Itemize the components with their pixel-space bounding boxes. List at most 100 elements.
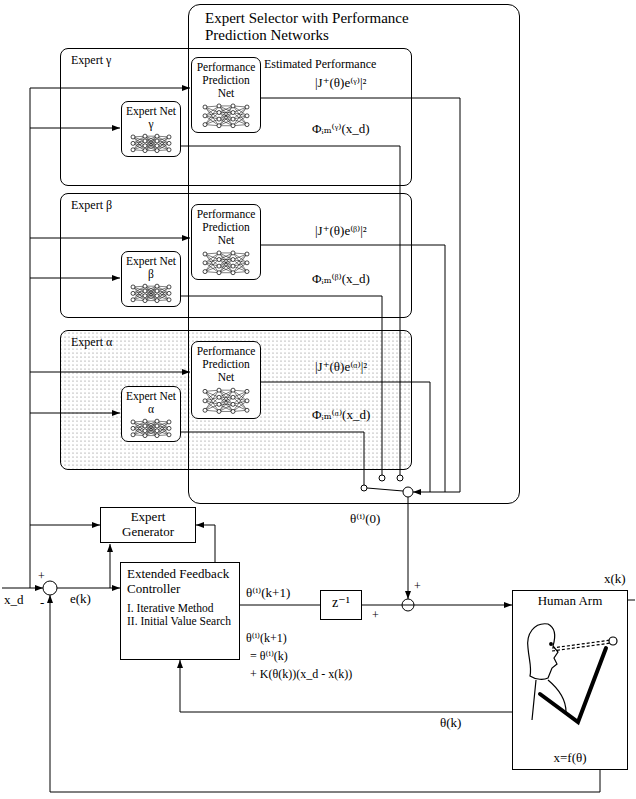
net-unit: [167, 420, 171, 424]
signal-label: Φᵢₘ⁽ᵝ⁾(x_d): [312, 272, 370, 287]
node-title: Expert Net β: [124, 255, 178, 281]
net-unit: [143, 149, 147, 153]
inner-ground: [121, 386, 181, 442]
node-title: Extended Feedback Controller: [127, 567, 233, 596]
signal-label: x_d: [4, 593, 24, 608]
net-unit: [167, 141, 171, 145]
net-unit: [131, 135, 135, 139]
signal-wire: [30, 128, 120, 129]
net-unit: [143, 144, 147, 148]
signal-wire: [50, 595, 600, 792]
net-unit: [155, 149, 159, 153]
signal-label: = θ⁽ⁱ⁾(k): [250, 650, 288, 664]
net-link: [145, 136, 157, 150]
node-title: Performance Prediction Net: [194, 345, 258, 384]
signal-label: e(k): [70, 592, 91, 607]
expert-net-box: Expert Net α: [121, 386, 181, 442]
net-unit: [167, 148, 171, 152]
signal-wire: [30, 88, 31, 588]
signal-label: θ⁽ⁱ⁾(k+1): [246, 632, 287, 646]
signal-label: |J⁺(θ)e⁽ᵅ⁾|²: [315, 360, 367, 375]
junction-symbol: [403, 487, 413, 497]
node-title: Expert Net γ: [124, 105, 178, 131]
net-unit: [217, 271, 221, 275]
background-shade: [60, 330, 412, 470]
signal-wire: [30, 88, 190, 89]
signal-label: Φᵢₘ⁽ᵞ⁾(x_d): [312, 122, 370, 137]
net-unit: [203, 270, 207, 274]
net-unit: [167, 291, 171, 295]
node-text: I. Iterative Method: [127, 602, 233, 615]
signal-connector: [180, 660, 512, 712]
signal-label: Φᵢₘ⁽ᵅ⁾(x_d): [312, 408, 370, 423]
signal-connector: [240, 605, 320, 606]
net-unit: [167, 285, 171, 289]
net-unit: [231, 264, 235, 268]
net-unit: [143, 289, 147, 293]
net-unit: [203, 252, 207, 256]
signal-label: θ⁽ⁱ⁾(k+1): [246, 586, 290, 601]
net-unit: [167, 426, 171, 430]
net-unit: [231, 258, 235, 262]
junction-symbol: [43, 581, 57, 595]
net-unit: [143, 424, 147, 428]
net-link: [219, 253, 233, 273]
net-unit: [231, 104, 235, 108]
net-unit: [245, 399, 249, 403]
net-link: [219, 390, 233, 411]
net-unit: [231, 124, 235, 128]
node-title: z⁻¹: [323, 595, 359, 611]
signal-label: +: [414, 580, 421, 594]
signal-wire: [2, 588, 43, 589]
signal-wire: [260, 382, 430, 492]
net-unit: [217, 124, 221, 128]
net-unit: [155, 294, 159, 298]
signal-label: |J⁺(θ)e⁽ᵝ⁾|²: [315, 224, 367, 239]
prediction-net-box: Performance Prediction Net: [191, 341, 261, 419]
signal-label: θ⁽ⁱ⁾(0): [350, 512, 380, 527]
net-unit: [155, 139, 159, 143]
node-title: Human Arm: [538, 594, 603, 609]
net-unit: [131, 420, 135, 424]
net-unit: [143, 139, 147, 143]
signal-label: -: [40, 596, 44, 611]
node-title: Expert Net α: [124, 390, 178, 416]
net-unit: [217, 264, 221, 268]
signal-wire: [367, 488, 403, 491]
net-unit: [245, 123, 249, 127]
arm-illustration: [550, 643, 553, 646]
expert-group: Expert αPerformance Prediction NetExpert…: [60, 330, 412, 470]
net-unit: [217, 117, 221, 121]
net-unit: [203, 399, 207, 403]
net-unit: [155, 134, 159, 138]
net-unit: [131, 291, 135, 295]
net-link: [219, 390, 233, 411]
inner-ground: [191, 341, 261, 419]
net-link: [145, 286, 157, 300]
net-unit: [231, 251, 235, 255]
signal-wire: [2, 88, 635, 792]
net-unit: [245, 270, 249, 274]
signal-wire: [628, 600, 635, 601]
node-text: x=f(θ): [553, 751, 586, 766]
net-unit: [203, 261, 207, 265]
signal-label: x(k): [604, 572, 626, 587]
net-unit: [143, 299, 147, 303]
arm-illustration: [528, 624, 558, 680]
net-unit: [203, 123, 207, 127]
signal-wire: [30, 238, 190, 239]
net-unit: [245, 408, 249, 412]
signal-connector: [196, 525, 215, 562]
signal-wire: [260, 245, 445, 492]
net-unit: [131, 433, 135, 437]
net-unit: [231, 409, 235, 413]
net-unit: [155, 289, 159, 293]
net-unit: [245, 252, 249, 256]
arm-illustration: [528, 624, 617, 722]
net-unit: [155, 299, 159, 303]
signal-connector: [362, 605, 512, 606]
net-unit: [131, 298, 135, 302]
node-title: Expert Selector with Performance Predict…: [205, 10, 455, 44]
net-unit: [245, 114, 249, 118]
